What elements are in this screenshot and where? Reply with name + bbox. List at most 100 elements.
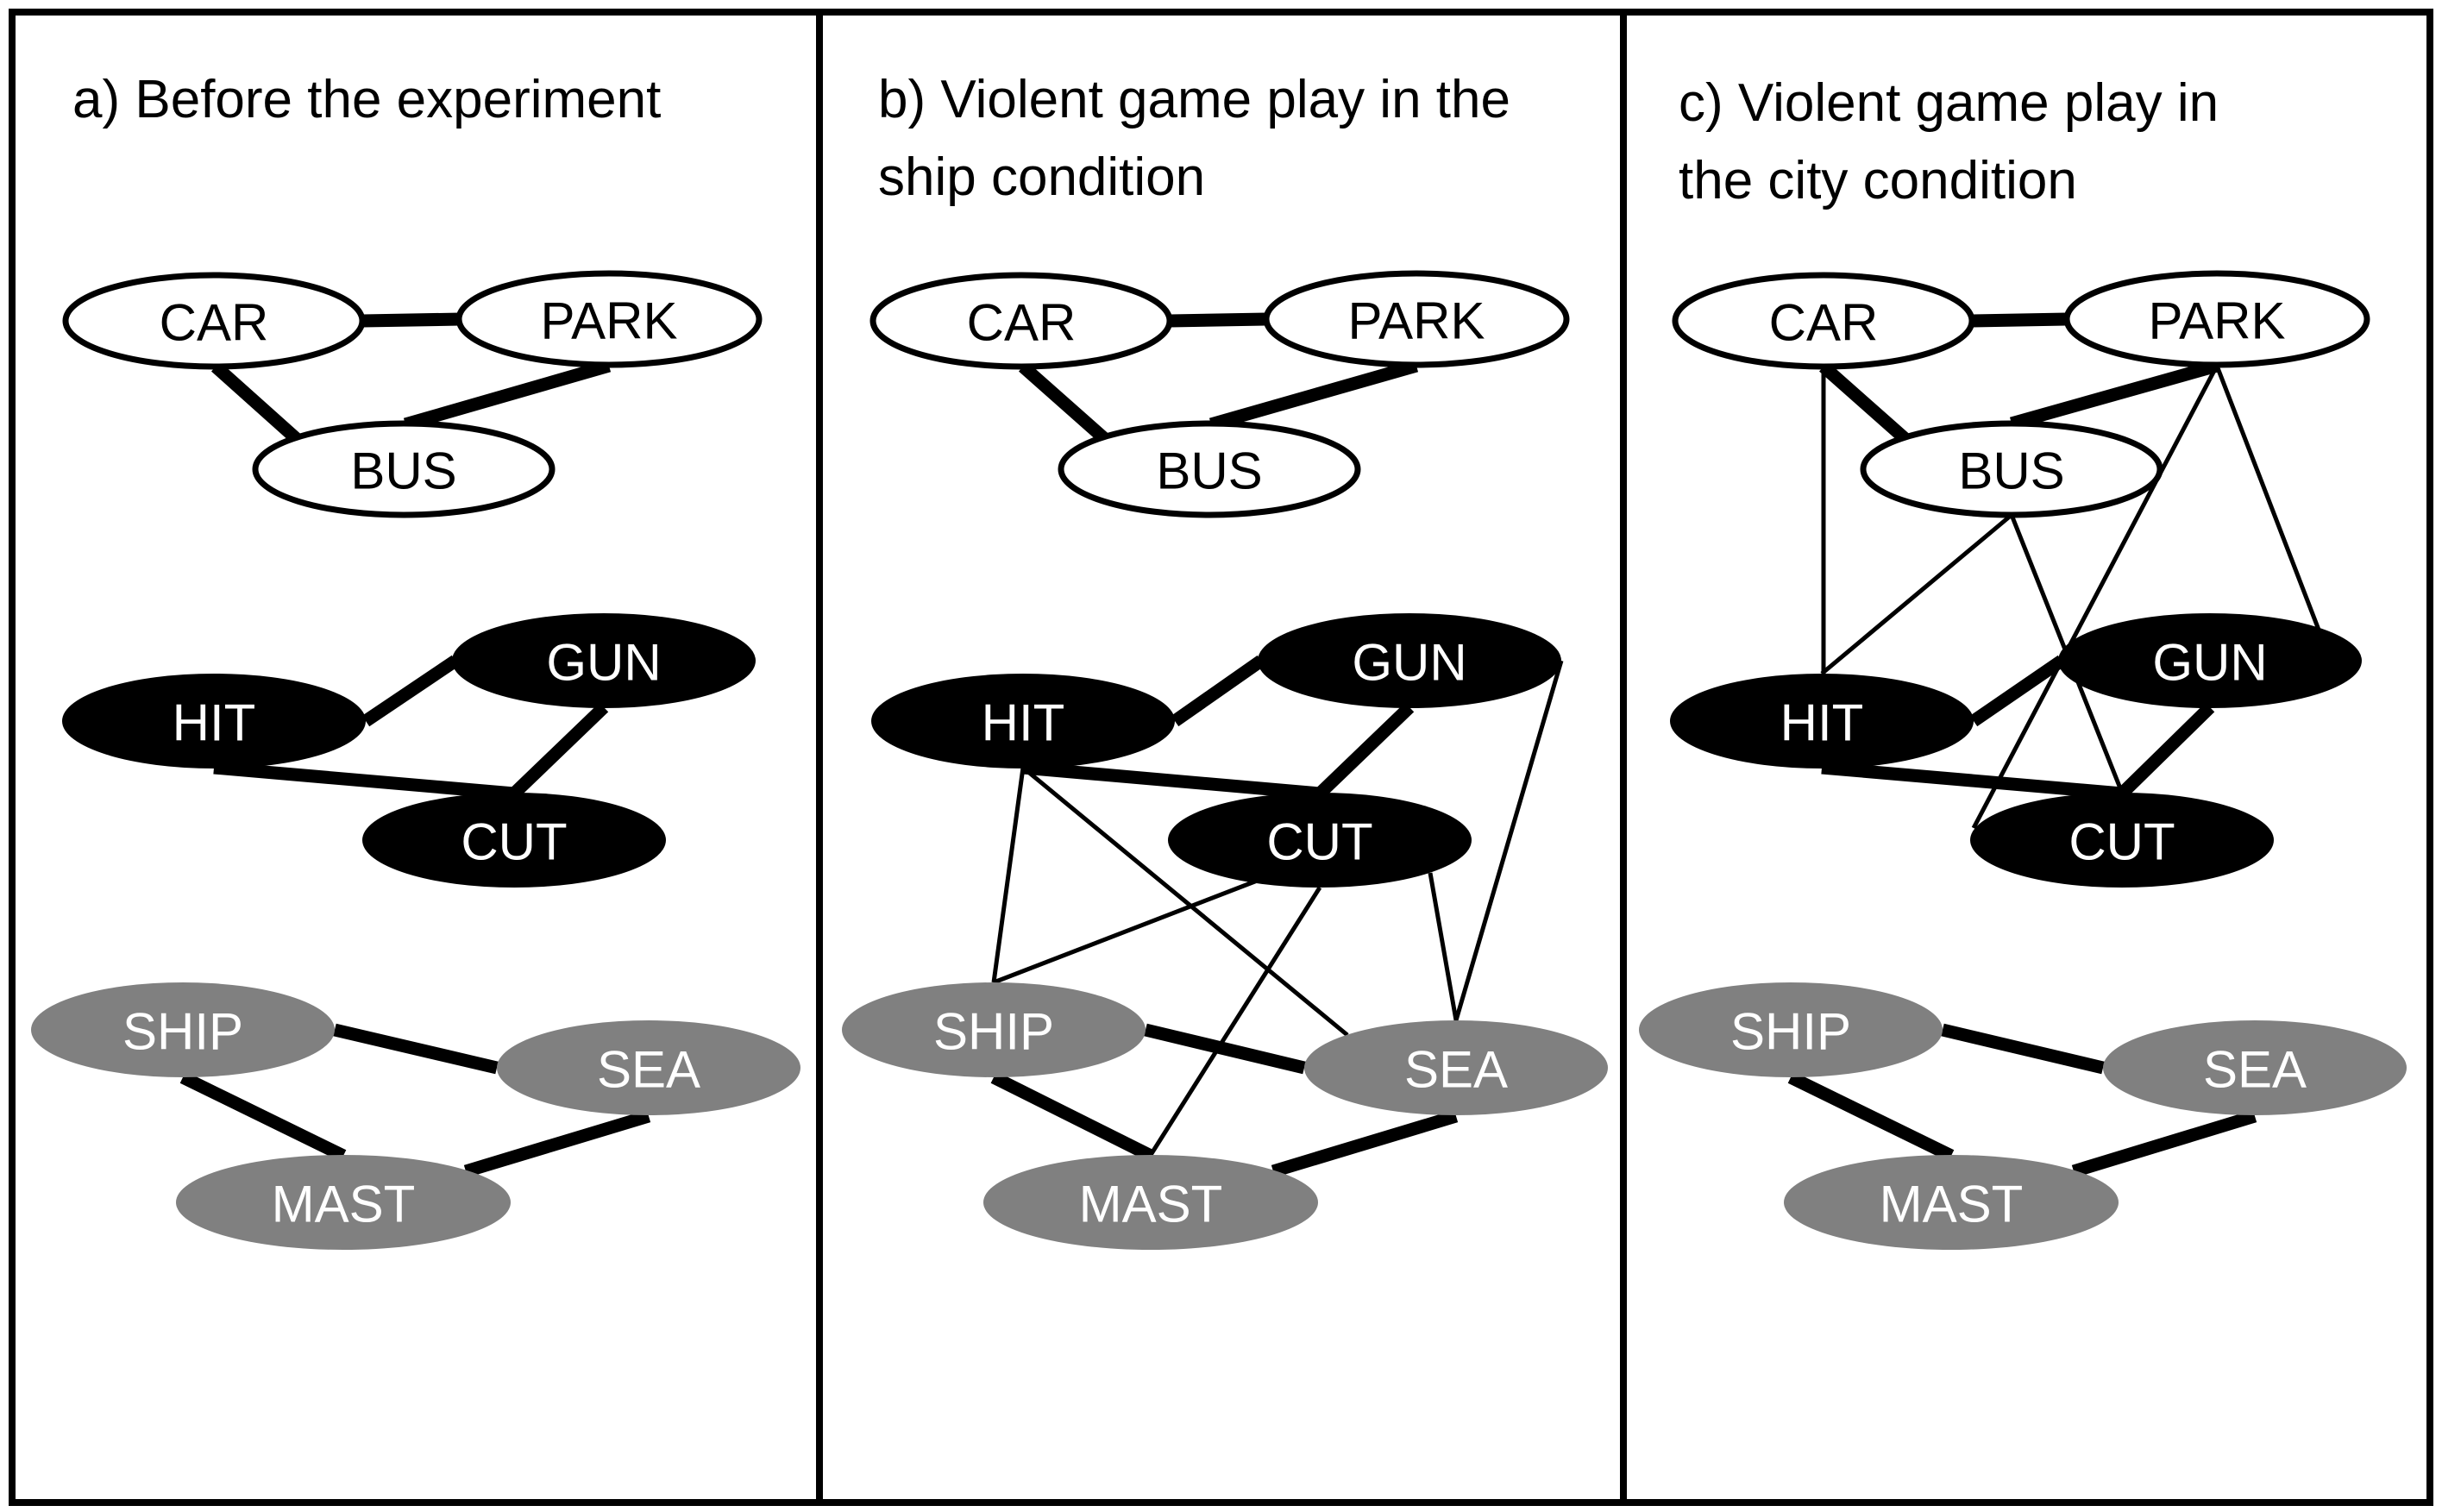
node-hit-ellipse — [871, 674, 1175, 769]
edge-gun-cut — [2117, 702, 2215, 799]
node-car: CAR — [869, 272, 1173, 370]
node-hit: HIT — [62, 674, 366, 769]
node-hit: HIT — [871, 674, 1175, 769]
node-car-ellipse — [62, 272, 366, 370]
edge-park-bus — [403, 359, 612, 431]
panel-a-edges — [179, 312, 651, 1178]
node-park-ellipse — [1263, 270, 1570, 368]
node-bus-label: BUS — [1156, 442, 1262, 500]
node-hit-label: HIT — [1780, 694, 1864, 752]
edge-hit-gun — [361, 655, 460, 727]
node-park: PARK — [1263, 270, 1570, 368]
edge-hit-cut — [213, 761, 515, 800]
node-car-label: CAR — [1769, 294, 1879, 352]
edge-ship-mast — [990, 1071, 1154, 1162]
panel-b-title-line-1: ship condition — [878, 147, 1205, 207]
edge-ship-sea — [1941, 1023, 2105, 1075]
node-park: PARK — [455, 270, 763, 368]
edge-gun-cut — [1315, 702, 1415, 799]
node-sea-label: SEA — [1404, 1041, 1508, 1099]
node-mast-label: MAST — [1880, 1176, 2024, 1233]
edge-gun-cut — [509, 702, 609, 799]
node-mast: MAST — [176, 1155, 511, 1250]
edge-hit-ship — [991, 767, 1026, 983]
node-sea-ellipse — [2103, 1020, 2407, 1115]
node-sea: SEA — [1304, 1020, 1608, 1115]
edge-sea-mast — [2071, 1109, 2257, 1178]
node-park-ellipse — [455, 270, 763, 368]
node-park-label: PARK — [1348, 292, 1485, 350]
edge-car-bus — [1819, 361, 1911, 445]
node-ship-label: SHIP — [122, 1003, 243, 1061]
edge-ship-mast — [179, 1071, 347, 1162]
node-hit-label: HIT — [173, 694, 256, 752]
edge-ship-sea — [1144, 1023, 1306, 1075]
node-gun: GUN — [452, 613, 756, 708]
node-hit-ellipse — [62, 674, 366, 769]
node-mast-ellipse — [983, 1155, 1318, 1250]
node-bus: BUS — [252, 420, 556, 518]
node-bus-ellipse — [1860, 420, 2163, 518]
panel-c-title-line-0: c) Violent game play in — [1679, 73, 2219, 133]
edge-ship-sea — [333, 1023, 499, 1075]
node-cut: CUT — [362, 793, 666, 888]
edge-hit-cut — [1022, 761, 1321, 800]
node-sea: SEA — [2103, 1020, 2407, 1115]
node-mast-ellipse — [1784, 1155, 2119, 1250]
edge-car-park — [1169, 312, 1267, 328]
panel-a-title-line-0: a) Before the experiment — [72, 70, 661, 129]
node-gun-ellipse — [452, 613, 756, 708]
edge-ship-mast — [1787, 1071, 1955, 1162]
node-gun-label: GUN — [1352, 634, 1466, 692]
node-gun-label: GUN — [2152, 634, 2267, 692]
edge-park-bus — [1208, 359, 1419, 431]
node-sea-label: SEA — [597, 1041, 700, 1099]
node-car-label: CAR — [967, 294, 1077, 352]
panel-a-nodes: CAR PARK BUS HIT GUN CUT SHIP SEA MAST — [31, 270, 800, 1250]
node-car: CAR — [62, 272, 366, 370]
edge-hit-cut — [1821, 761, 2123, 800]
node-mast-label: MAST — [1079, 1176, 1223, 1233]
node-gun-label: GUN — [546, 634, 661, 692]
panel-b: b) Violent game play in the ship conditio… — [816, 9, 1627, 1506]
panel-c-title-line-1: the city condition — [1679, 151, 2077, 210]
node-bus: BUS — [1860, 420, 2163, 518]
node-cut-ellipse — [362, 793, 666, 888]
edge-park-gun — [2214, 365, 2321, 631]
edge-sea-mast — [1271, 1109, 1459, 1178]
node-park: PARK — [2063, 270, 2370, 368]
node-ship: SHIP — [842, 982, 1146, 1077]
node-ship-ellipse — [842, 982, 1146, 1077]
node-gun: GUN — [2058, 613, 2362, 708]
node-bus-label: BUS — [1958, 442, 2064, 500]
node-cut-label: CUT — [2068, 813, 2175, 871]
node-gun-ellipse — [2058, 613, 2362, 708]
node-car: CAR — [1672, 272, 1975, 370]
node-ship-ellipse — [1639, 982, 1943, 1077]
panel-c-edges — [1787, 312, 2321, 1178]
edge-hit-sea — [1021, 766, 1349, 1037]
node-mast-ellipse — [176, 1155, 511, 1250]
node-car-label: CAR — [160, 294, 269, 352]
edge-hit-gun — [1969, 655, 2066, 727]
node-ship-label: SHIP — [933, 1003, 1054, 1061]
edge-sea-mast — [463, 1109, 651, 1178]
edge-car-park — [361, 312, 461, 328]
edge-car-park — [1971, 312, 2068, 328]
node-car-ellipse — [869, 272, 1173, 370]
node-ship-ellipse — [31, 982, 335, 1077]
node-bus-ellipse — [252, 420, 556, 518]
node-ship: SHIP — [1639, 982, 1943, 1077]
node-hit-ellipse — [1670, 674, 1974, 769]
node-cut-ellipse — [1970, 793, 2274, 888]
node-mast: MAST — [983, 1155, 1318, 1250]
panel-b-title-line-0: b) Violent game play in the — [878, 70, 1510, 129]
node-park-label: PARK — [2149, 292, 2286, 350]
node-ship: SHIP — [31, 982, 335, 1077]
panel-c-border — [1620, 9, 2433, 1506]
edge-hit-gun — [1171, 655, 1265, 727]
node-sea-ellipse — [1304, 1020, 1608, 1115]
node-cut-label: CUT — [461, 813, 567, 871]
